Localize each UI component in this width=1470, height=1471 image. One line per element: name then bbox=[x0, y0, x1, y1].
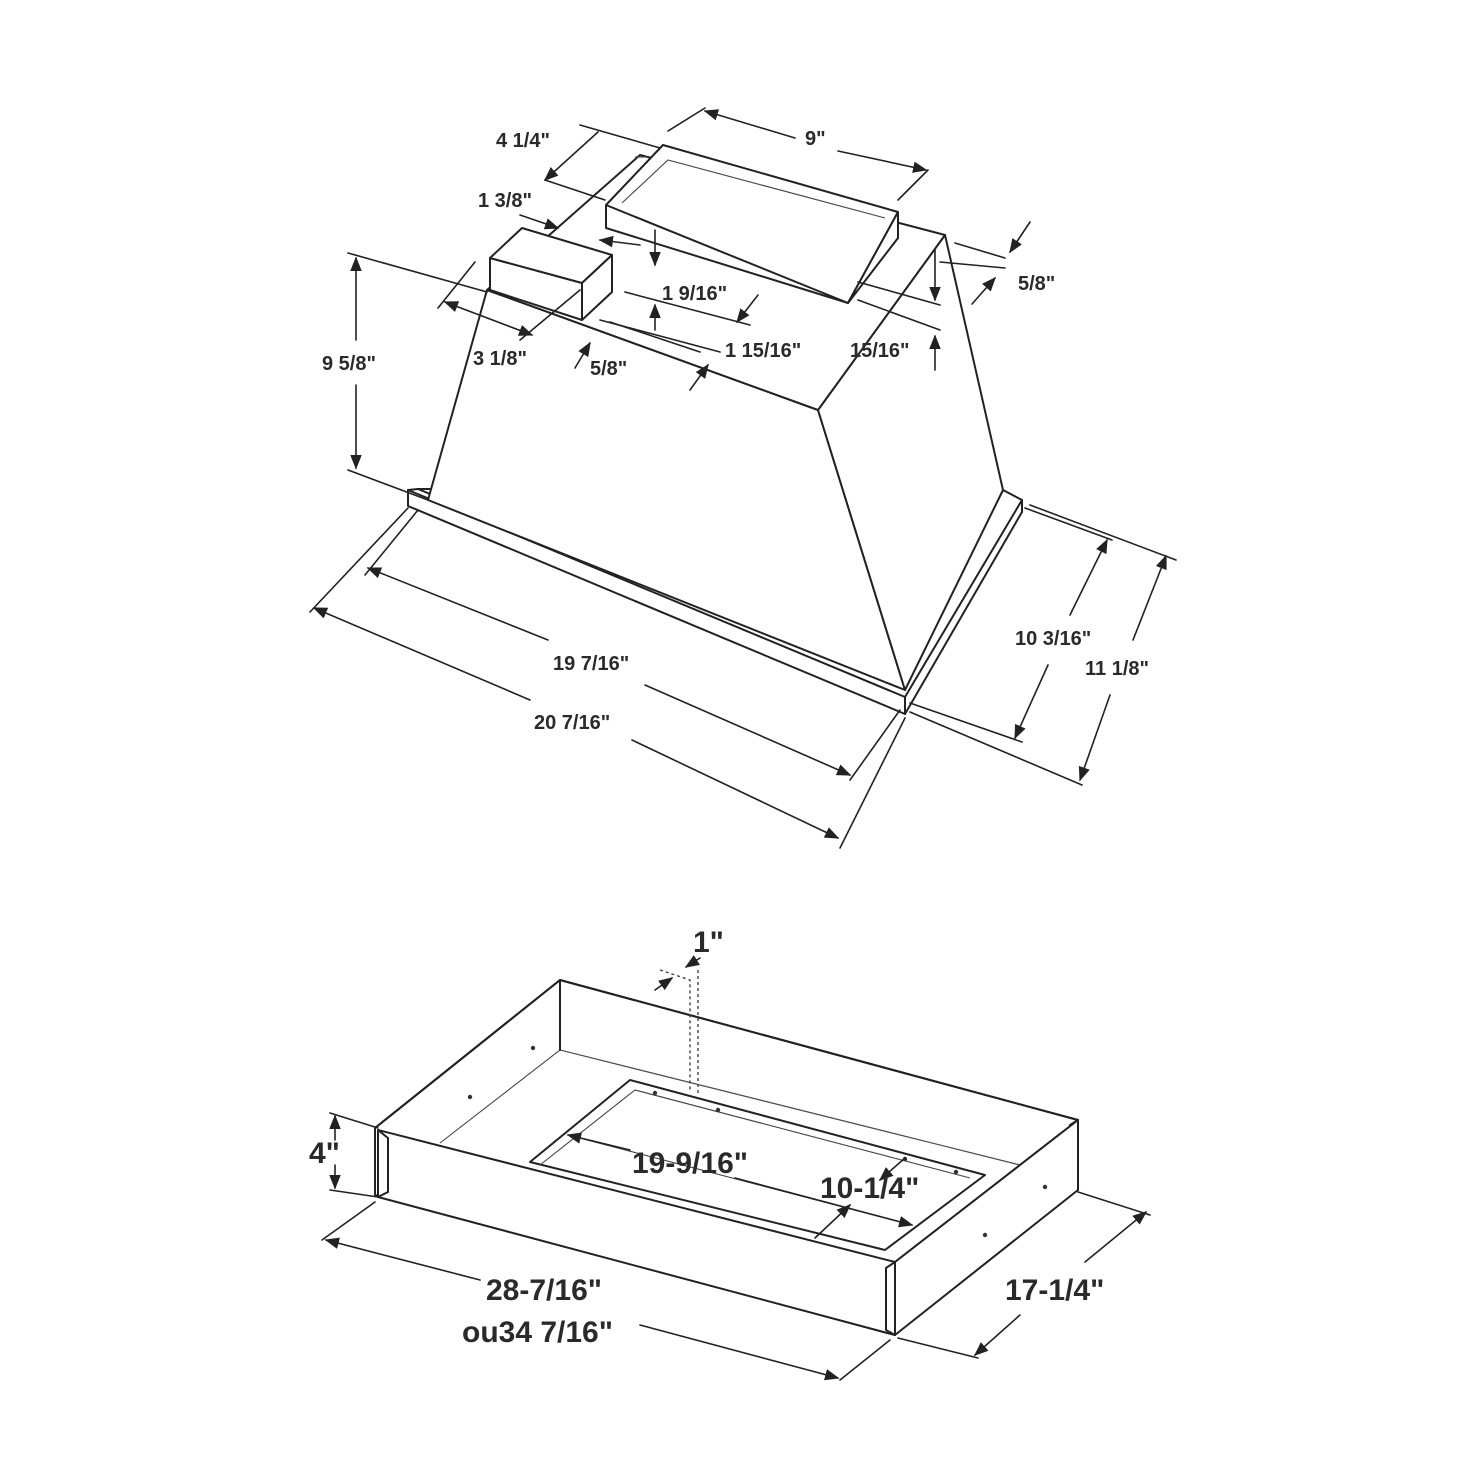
dim-inner-width: 19 7/16" bbox=[553, 653, 629, 675]
dim-duct-height-side: 15/16" bbox=[850, 340, 910, 362]
dim-box-width: 3 1/8" bbox=[473, 348, 527, 370]
dim-outer-depth: 11 1/8" bbox=[1085, 658, 1149, 680]
dim-liner-width: 28-7/16" bbox=[486, 1274, 602, 1307]
liner-dimension-lines bbox=[321, 955, 1151, 1381]
dim-inner-depth: 10 3/16" bbox=[1015, 628, 1091, 650]
dim-liner-height: 4" bbox=[309, 1137, 340, 1170]
dim-liner-depth: 17-1/4" bbox=[1005, 1274, 1104, 1307]
dim-flange: 1" bbox=[693, 926, 724, 959]
liner-opening bbox=[529, 1079, 986, 1251]
dim-duct-width: 9" bbox=[805, 128, 826, 150]
dim-duct-offset-top: 1 9/16" bbox=[662, 283, 727, 305]
dim-liner-width-alt: ou34 7/16" bbox=[462, 1316, 613, 1349]
dim-duct-offset-left: 1 3/8" bbox=[478, 190, 532, 212]
liner-drawing: 1" 4" 19-9/16" 10-1/4" 28-7/16" ou34 7/1… bbox=[309, 926, 1151, 1381]
dim-duct-depth: 4 1/4" bbox=[496, 130, 550, 152]
damper-box-side bbox=[581, 254, 613, 321]
dim-damper-offset-front: 1 15/16" bbox=[725, 340, 801, 362]
dim-duct-offset-right: 5/8" bbox=[1018, 273, 1055, 295]
liner-rivets bbox=[467, 1045, 1048, 1238]
dim-opening-width: 19-9/16" bbox=[632, 1147, 748, 1180]
dim-opening-depth: 10-1/4" bbox=[820, 1172, 919, 1205]
dim-box-offset: 5/8" bbox=[590, 358, 627, 380]
hood-dimension-lines bbox=[309, 107, 1177, 849]
duct-collar-side bbox=[847, 211, 899, 304]
liner-side-wall bbox=[894, 1119, 1079, 1336]
dim-outer-width: 20 7/16" bbox=[534, 712, 610, 734]
dim-overall-height: 9 5/8" bbox=[322, 353, 376, 375]
hood-insert-drawing: 4 1/4" 9" 1 3/8" 1 9/16" 5/8" 15/16" 1 1… bbox=[309, 107, 1177, 849]
